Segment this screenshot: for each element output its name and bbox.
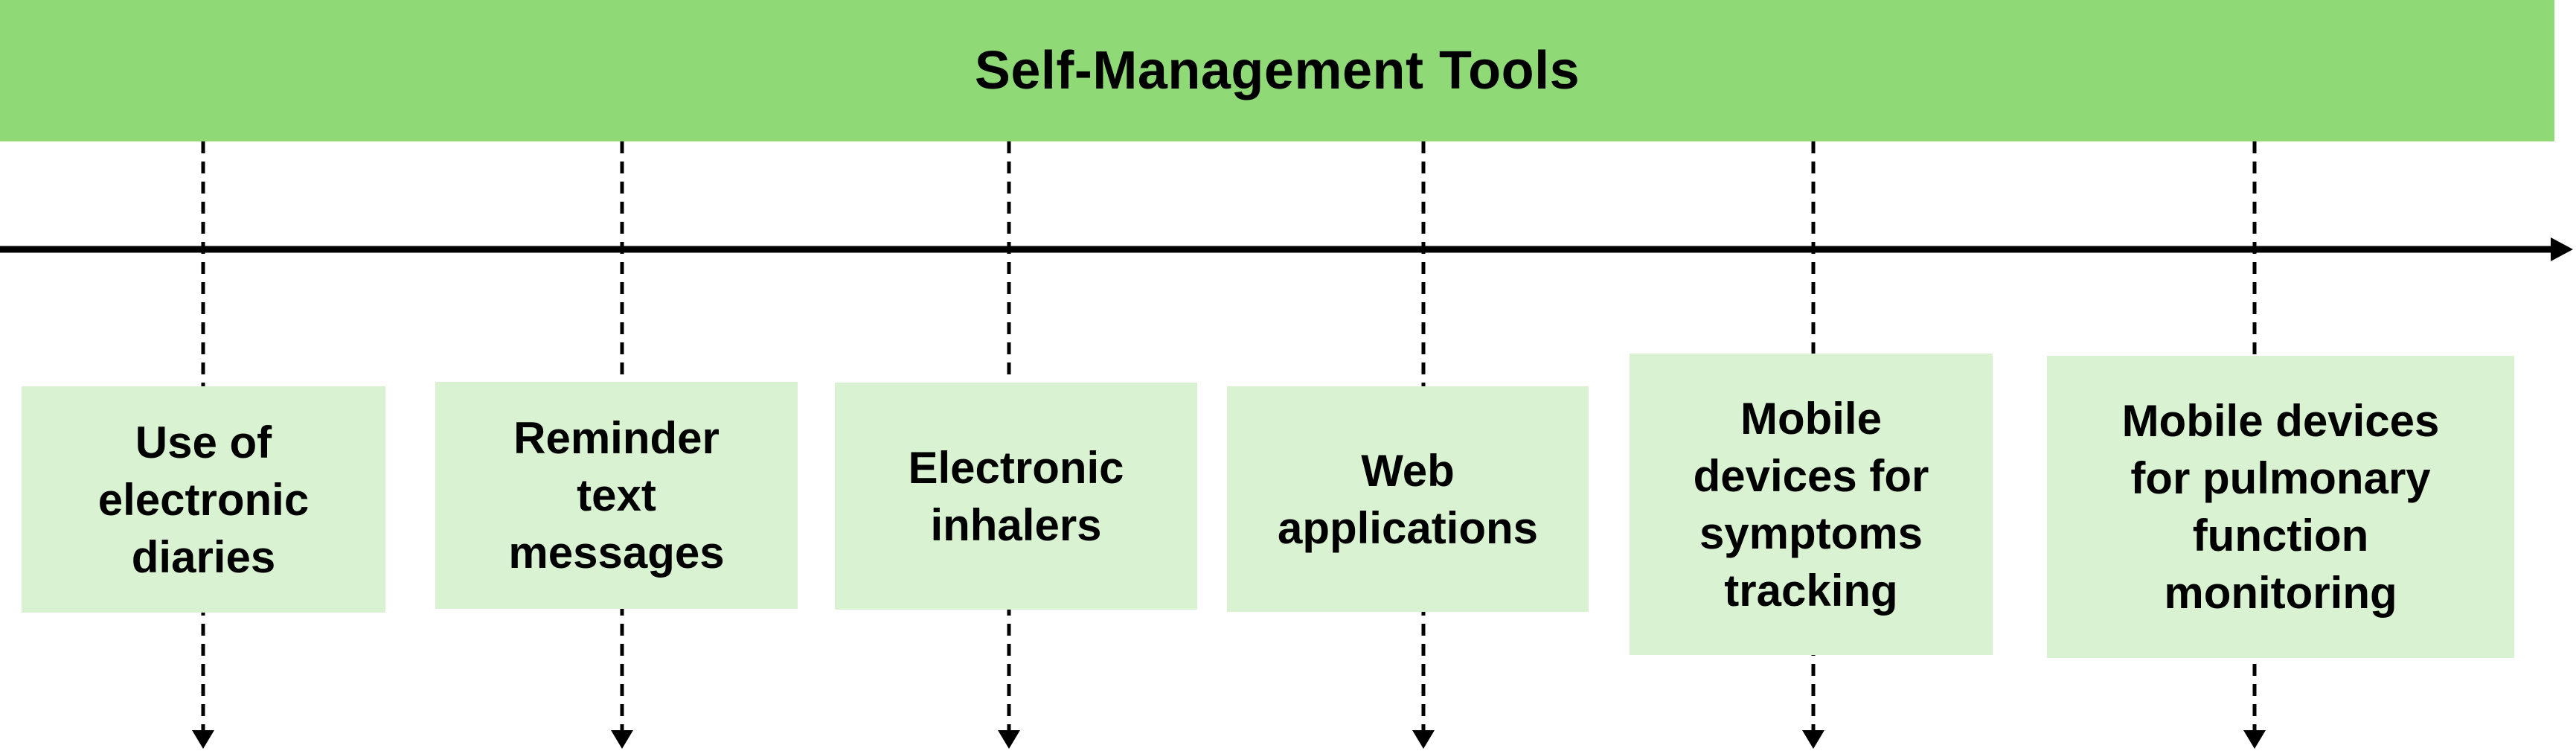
tool-label-line: devices for xyxy=(1693,450,1929,501)
tool-label-line: electronic xyxy=(97,474,310,525)
tool-label: Web applications xyxy=(1278,442,1538,557)
tool-box-mobile-symptoms-tracking: Mobile devices for symptoms tracking xyxy=(1630,354,1993,655)
header-title: Self-Management Tools xyxy=(974,41,1580,100)
tool-box-mobile-pulmonary-monitoring: Mobile devices for pulmonary function mo… xyxy=(2047,356,2514,658)
tool-label: Use of electronic diaries xyxy=(98,414,309,586)
tool-box-electronic-inhalers: Electronic inhalers xyxy=(835,383,1197,610)
tool-label-line: monitoring xyxy=(2164,568,2397,618)
arrowhead-down-5 xyxy=(1802,730,1824,749)
arrowhead-down-3 xyxy=(998,730,1020,749)
header-bar: Self-Management Tools xyxy=(0,0,2554,141)
tool-label: Reminder text messages xyxy=(508,409,724,581)
tool-box-reminder-text-messages: Reminder text messages xyxy=(435,382,798,609)
tool-label-line: Reminder xyxy=(513,413,720,463)
tool-label-line: symptoms xyxy=(1699,508,1923,558)
tool-label-line: tracking xyxy=(1724,565,1898,616)
arrowhead-down-6 xyxy=(2243,730,2266,749)
tool-label-line: messages xyxy=(508,528,725,578)
tool-label-line: inhalers xyxy=(930,499,1102,550)
arrowhead-down-1 xyxy=(192,730,214,749)
tool-label-line: for pulmonary xyxy=(2130,453,2431,503)
tool-label-line: text xyxy=(577,470,656,520)
tool-label-line: function xyxy=(2192,511,2369,560)
tool-label: Mobile devices for pulmonary function mo… xyxy=(2122,392,2440,622)
tool-label-line: diaries xyxy=(131,531,276,582)
tool-box-electronic-diaries: Use of electronic diaries xyxy=(22,386,385,613)
tool-label-line: Mobile devices xyxy=(2121,396,2440,446)
tool-label: Electronic inhalers xyxy=(908,439,1124,554)
timeline-arrowhead xyxy=(2551,237,2573,261)
tool-label: Mobile devices for symptoms tracking xyxy=(1694,390,1929,619)
tool-label-line: Use of xyxy=(135,417,272,467)
arrowhead-down-2 xyxy=(611,730,633,749)
tool-label-line: applications xyxy=(1277,502,1539,553)
down-arrowheads xyxy=(192,730,2266,749)
tool-label-line: Web xyxy=(1361,445,1455,496)
tool-box-web-applications: Web applications xyxy=(1227,386,1589,612)
tool-label-line: Mobile xyxy=(1740,393,1882,444)
arrowhead-down-4 xyxy=(1412,730,1435,749)
tool-label-line: Electronic xyxy=(908,442,1124,493)
